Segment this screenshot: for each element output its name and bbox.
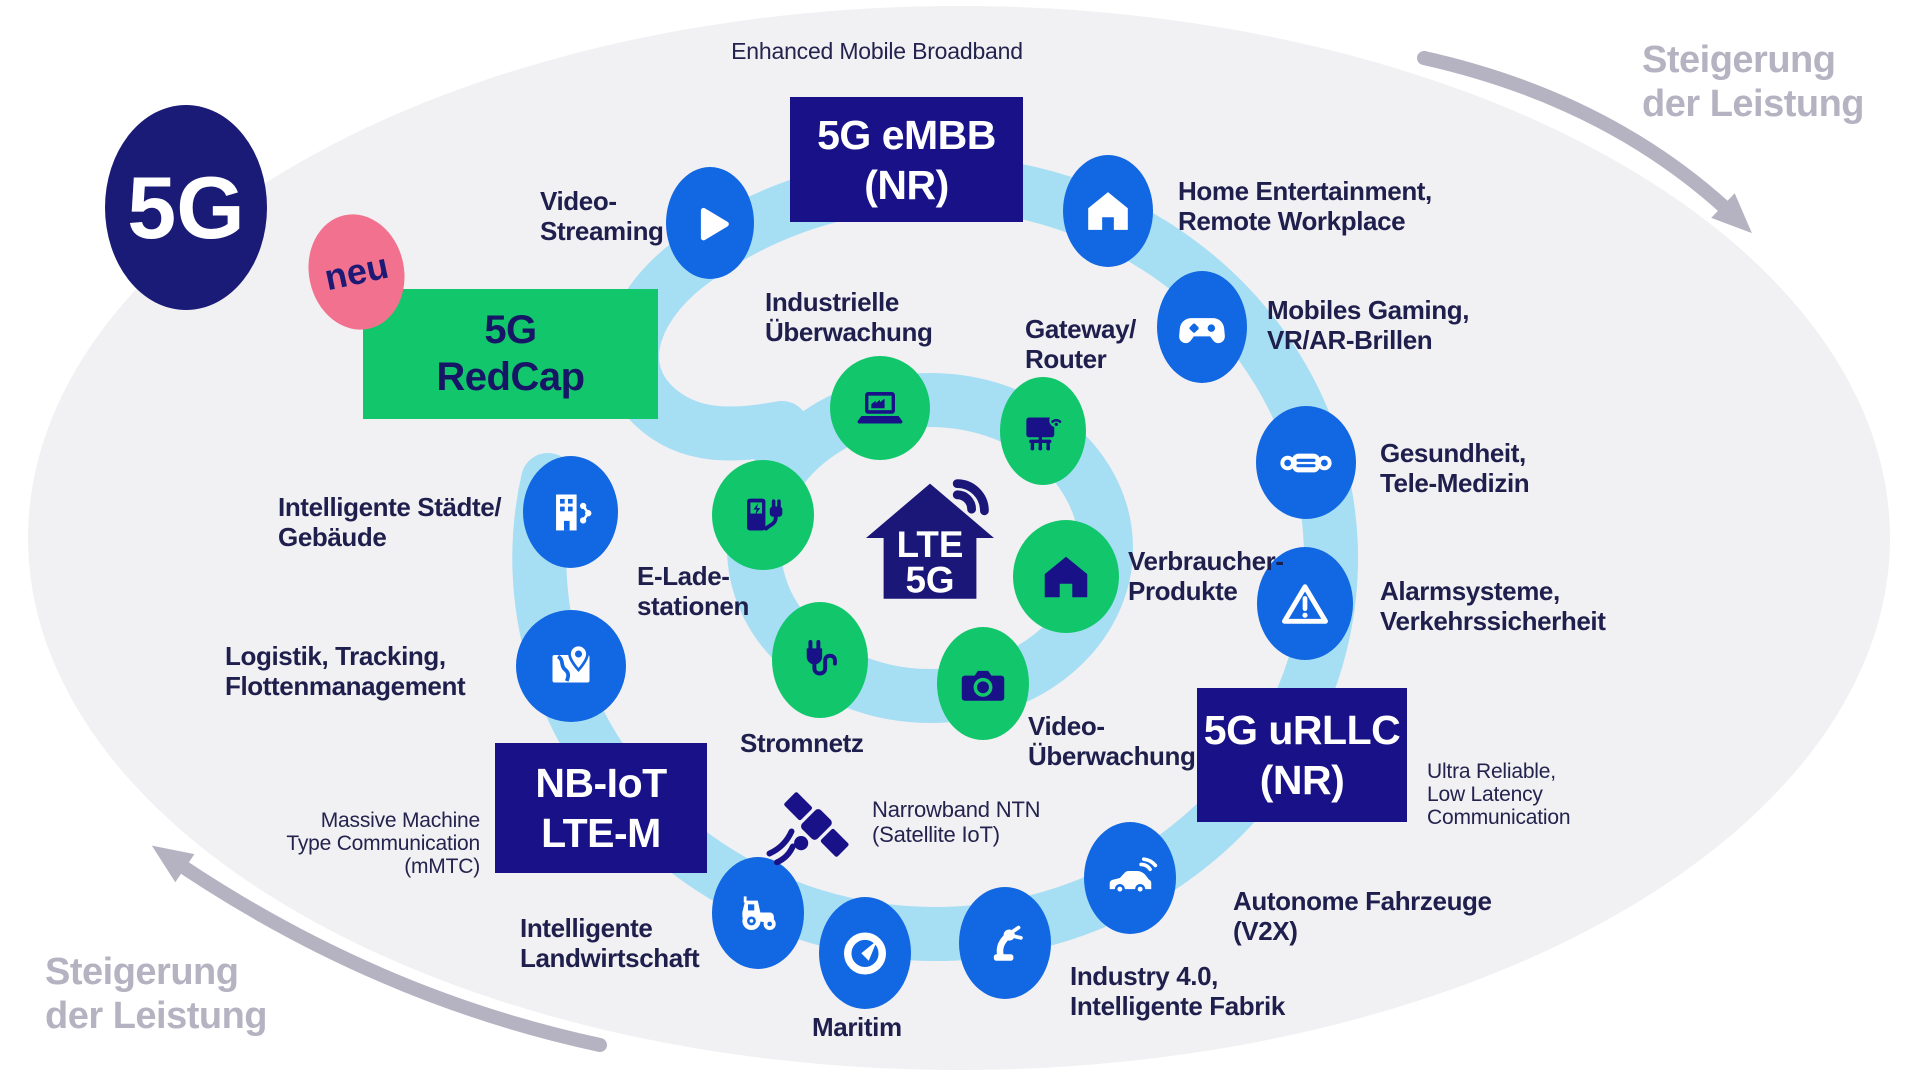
landwirtschaft-circle: [712, 857, 804, 969]
nbiot-caption: Massive Machine Type Communication (mMTC…: [286, 809, 480, 878]
robot-arm-icon: [993, 925, 1023, 961]
maritim-circle: [819, 897, 911, 1009]
embb-box: 5G eMBB (NR): [790, 97, 1023, 222]
router-icon: [1026, 413, 1064, 451]
label-industry40: Industry 4.0, Intelligente Fabrik: [1070, 961, 1285, 1021]
satellite-icon: [762, 778, 872, 874]
redcap-line1: 5G: [484, 308, 537, 352]
embb-line2: (NR): [864, 161, 949, 208]
industrielle-circle: [830, 356, 930, 460]
label-elade: E-Lade- stationen: [637, 561, 749, 621]
video-ueberwachung-circle: [937, 627, 1029, 740]
performance-arrow-bottom-left: [151, 845, 607, 1052]
embb-line1: 5G eMBB: [817, 111, 996, 158]
label-alarmsysteme: Alarmsysteme, Verkehrssicherheit: [1380, 576, 1606, 636]
home-entertainment-circle: [1063, 155, 1153, 267]
gesundheit-circle: [1256, 406, 1356, 519]
play-icon: [700, 207, 729, 241]
label-video-ueberwachung: Video- Überwachung: [1028, 711, 1196, 771]
staedte-circle: [523, 456, 618, 568]
label-gesundheit: Gesundheit, Tele-Medizin: [1380, 438, 1530, 498]
warning-icon: [1282, 583, 1328, 624]
label-home-entertainment: Home Entertainment, Remote Workplace: [1178, 176, 1432, 236]
label-maritim: Maritim: [812, 1012, 902, 1042]
urllc-caption: Ultra Reliable, Low Latency Communicatio…: [1427, 760, 1571, 829]
label-landwirtschaft: Intelligente Landwirtschaft: [520, 913, 700, 973]
compass-icon: [843, 932, 887, 975]
car-icon: [1109, 857, 1158, 895]
label-autonome: Autonome Fahrzeuge (V2X): [1233, 886, 1492, 946]
stromnetz-circle: [772, 602, 868, 718]
embb-caption: Enhanced Mobile Broadband: [731, 38, 1023, 64]
label-narrowband-ntn: Narrowband NTN (Satellite IoT): [872, 797, 1041, 847]
tractor-icon: [742, 896, 776, 931]
label-mobiles-gaming: Mobiles Gaming, VR/AR-Brillen: [1267, 295, 1470, 355]
nbiot-line1: NB-IoT: [535, 760, 667, 806]
mask-icon: [1280, 453, 1332, 472]
nbiot-line2: LTE-M: [541, 810, 661, 856]
5g-logo-label: 5G: [127, 157, 245, 257]
performance-label-top-right: Steigerung der Leistung: [1642, 39, 1865, 125]
5g-logo-badge: 5G: [105, 105, 267, 310]
neu-badge-label: neu: [320, 244, 392, 299]
elade-circle: [712, 460, 814, 570]
video-streaming-circle: [666, 167, 754, 279]
mobiles-gaming-circle: [1157, 271, 1247, 383]
performance-label-bottom-left: Steigerung der Leistung: [45, 951, 268, 1037]
urllc-box: 5G uRLLC (NR): [1197, 688, 1407, 822]
nbiot-box: NB-IoT LTE-M: [495, 743, 707, 873]
performance-arrow-top-right: [1417, 51, 1752, 234]
center-house-icon: LTE 5G: [850, 458, 1010, 618]
consumer-house-icon: [1044, 556, 1088, 597]
building-icon: [555, 494, 591, 531]
center-house-line1: LTE: [897, 524, 964, 565]
home-icon: [1088, 192, 1128, 230]
ev-charger-icon: [747, 498, 783, 531]
verbraucher-circle: [1013, 520, 1119, 633]
label-verbraucher: Verbraucher- Produkte: [1128, 546, 1284, 606]
plug-icon: [806, 640, 837, 676]
label-gateway-router: Gateway/ Router: [1025, 314, 1136, 374]
gamepad-icon: [1179, 318, 1225, 344]
autonome-circle: [1084, 822, 1176, 934]
center-house-line2: 5G: [905, 559, 954, 600]
laptop-icon: [857, 392, 903, 424]
label-staedte: Intelligente Städte/ Gebäude: [278, 492, 502, 552]
label-video-streaming: Video- Streaming: [540, 186, 664, 246]
label-stromnetz: Stromnetz: [740, 728, 864, 758]
label-industrielle: Industrielle Überwachung: [765, 287, 933, 347]
alarmsysteme-circle: [1257, 547, 1353, 660]
logistik-circle: [516, 610, 626, 722]
urllc-line2: (NR): [1259, 757, 1345, 803]
redcap-box: 5G RedCap: [363, 289, 658, 419]
gateway-circle: [1000, 377, 1086, 485]
camera-icon: [961, 670, 1005, 701]
redcap-line2: RedCap: [436, 355, 585, 399]
map-pin-icon: [552, 643, 590, 683]
industry40-circle: [959, 887, 1051, 999]
label-logistik: Logistik, Tracking, Flottenmanagement: [225, 641, 466, 701]
urllc-line1: 5G uRLLC: [1203, 707, 1401, 753]
